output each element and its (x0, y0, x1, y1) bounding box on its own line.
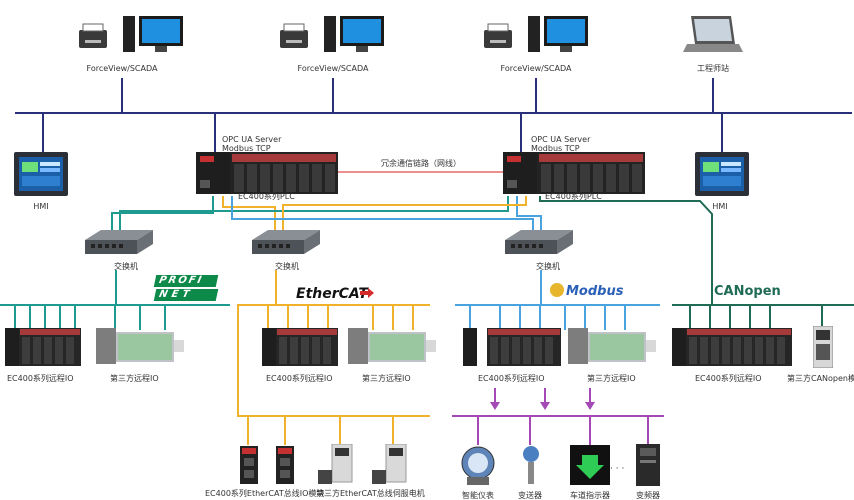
plc-right-icon (503, 152, 645, 194)
hmi-right-label: HMI (712, 202, 728, 211)
hmi-right-icon (695, 152, 749, 196)
profinet-logo-bottom: NET (153, 289, 219, 301)
ethercat-third-io-label: 第三方远程IO (362, 374, 411, 383)
servo-label: 第三方EtherCAT总线伺服电机 (316, 489, 425, 498)
profinet-ec400-io-icon (5, 328, 81, 366)
inverter-label: 变频器 (636, 491, 660, 500)
modbus-third-io-label: 第三方远程IO (587, 374, 636, 383)
canopen-ec400-io-icon (672, 328, 792, 366)
plc-left-label: EC400系列PLC (238, 192, 295, 201)
transmitter-label: 变送器 (518, 491, 542, 500)
redundant-link-label: 冗余通信链路（网线） (381, 159, 461, 168)
hmi-left-icon (14, 152, 68, 196)
profinet-logo: PROFI NET (153, 275, 219, 301)
plc-to-switch3 (516, 196, 542, 232)
servo-drive-2-icon (372, 444, 407, 484)
ethercat-ec400-io-label: EC400系列远程IO (266, 374, 333, 383)
modbus-logo-icon (550, 283, 564, 297)
scada-pc-2-label: ForceView/SCADA (297, 64, 369, 73)
profinet-third-io-label: 第三方远程IO (110, 374, 159, 383)
canopen-logo: CANopen (714, 284, 781, 299)
profinet-ec400-io-label: EC400系列远程IO (7, 374, 74, 383)
switch-2-label: 交换机 (275, 262, 299, 271)
canopen-module-icon (813, 326, 833, 368)
ethercat-third-io-icon (348, 328, 436, 364)
ethercat-io-module-label: EC400系列EtherCAT总线IO模块 (205, 489, 325, 498)
plc-r-to-switch2 (282, 196, 527, 232)
plc-left-icon (196, 152, 338, 194)
modbus-ec400-io-icon (463, 328, 561, 366)
lane-indicator-label: 车道指示器 (570, 491, 610, 500)
ethercat-ec400-io-icon (262, 328, 338, 366)
switch-2-icon (252, 230, 320, 254)
servo-drive-1-icon (318, 444, 353, 484)
switch-3-label: 交换机 (536, 262, 560, 271)
smart-meter-icon (461, 446, 495, 485)
ethercat-io-module-1-icon (240, 446, 258, 484)
plc-left-server-line1: OPC UA Server (222, 135, 282, 144)
modbus-ec400-io-label: EC400系列远程IO (478, 374, 545, 383)
smart-meter-label: 智能仪表 (462, 491, 494, 500)
profinet-logo-top: PROFI (153, 275, 219, 287)
plc-right-server-line2: Modbus TCP (531, 144, 580, 153)
ethercat-arrow-icon (360, 288, 374, 298)
ethercat-io-module-2-icon (276, 446, 294, 484)
scada-pc-3-icon (484, 16, 588, 52)
plc-left-server-line2: Modbus TCP (222, 144, 271, 153)
scada-pc-1-icon (79, 16, 183, 52)
laptop-icon (683, 16, 743, 52)
scada-pc-1-label: ForceView/SCADA (86, 64, 158, 73)
switch-3-icon (505, 230, 573, 254)
plc-to-canopen (539, 196, 713, 305)
modbus-third-io-icon (568, 328, 656, 364)
ethercat-logo: EtherCAT (296, 286, 368, 302)
modbus-logo: Modbus (566, 284, 624, 299)
switch-1-label: 交换机 (114, 262, 138, 271)
plc-to-switch2 (222, 196, 276, 232)
hmi-left-label: HMI (33, 202, 49, 211)
workstation-label: 工程师站 (697, 64, 729, 73)
profinet-third-io-icon (96, 328, 184, 364)
plc-to-switch1 (111, 196, 214, 232)
plc-right-label: EC400系列PLC (545, 192, 602, 201)
scada-pc-2-icon (280, 16, 384, 52)
canopen-ec400-io-label: EC400系列远程IO (695, 374, 762, 383)
plc-r-to-switch1 (119, 196, 509, 232)
lane-indicator-icon (570, 445, 610, 485)
plc-l-to-switch3 (231, 196, 534, 232)
plc-right-server-line1: OPC UA Server (531, 135, 591, 144)
transmitter-icon (523, 446, 539, 484)
more-devices-ellipsis: · · · (610, 464, 625, 474)
switch-1-icon (85, 230, 153, 254)
inverter-icon (636, 444, 660, 486)
scada-pc-3-label: ForceView/SCADA (500, 64, 572, 73)
canopen-third-label: 第三方CANopen模块 (787, 374, 854, 383)
